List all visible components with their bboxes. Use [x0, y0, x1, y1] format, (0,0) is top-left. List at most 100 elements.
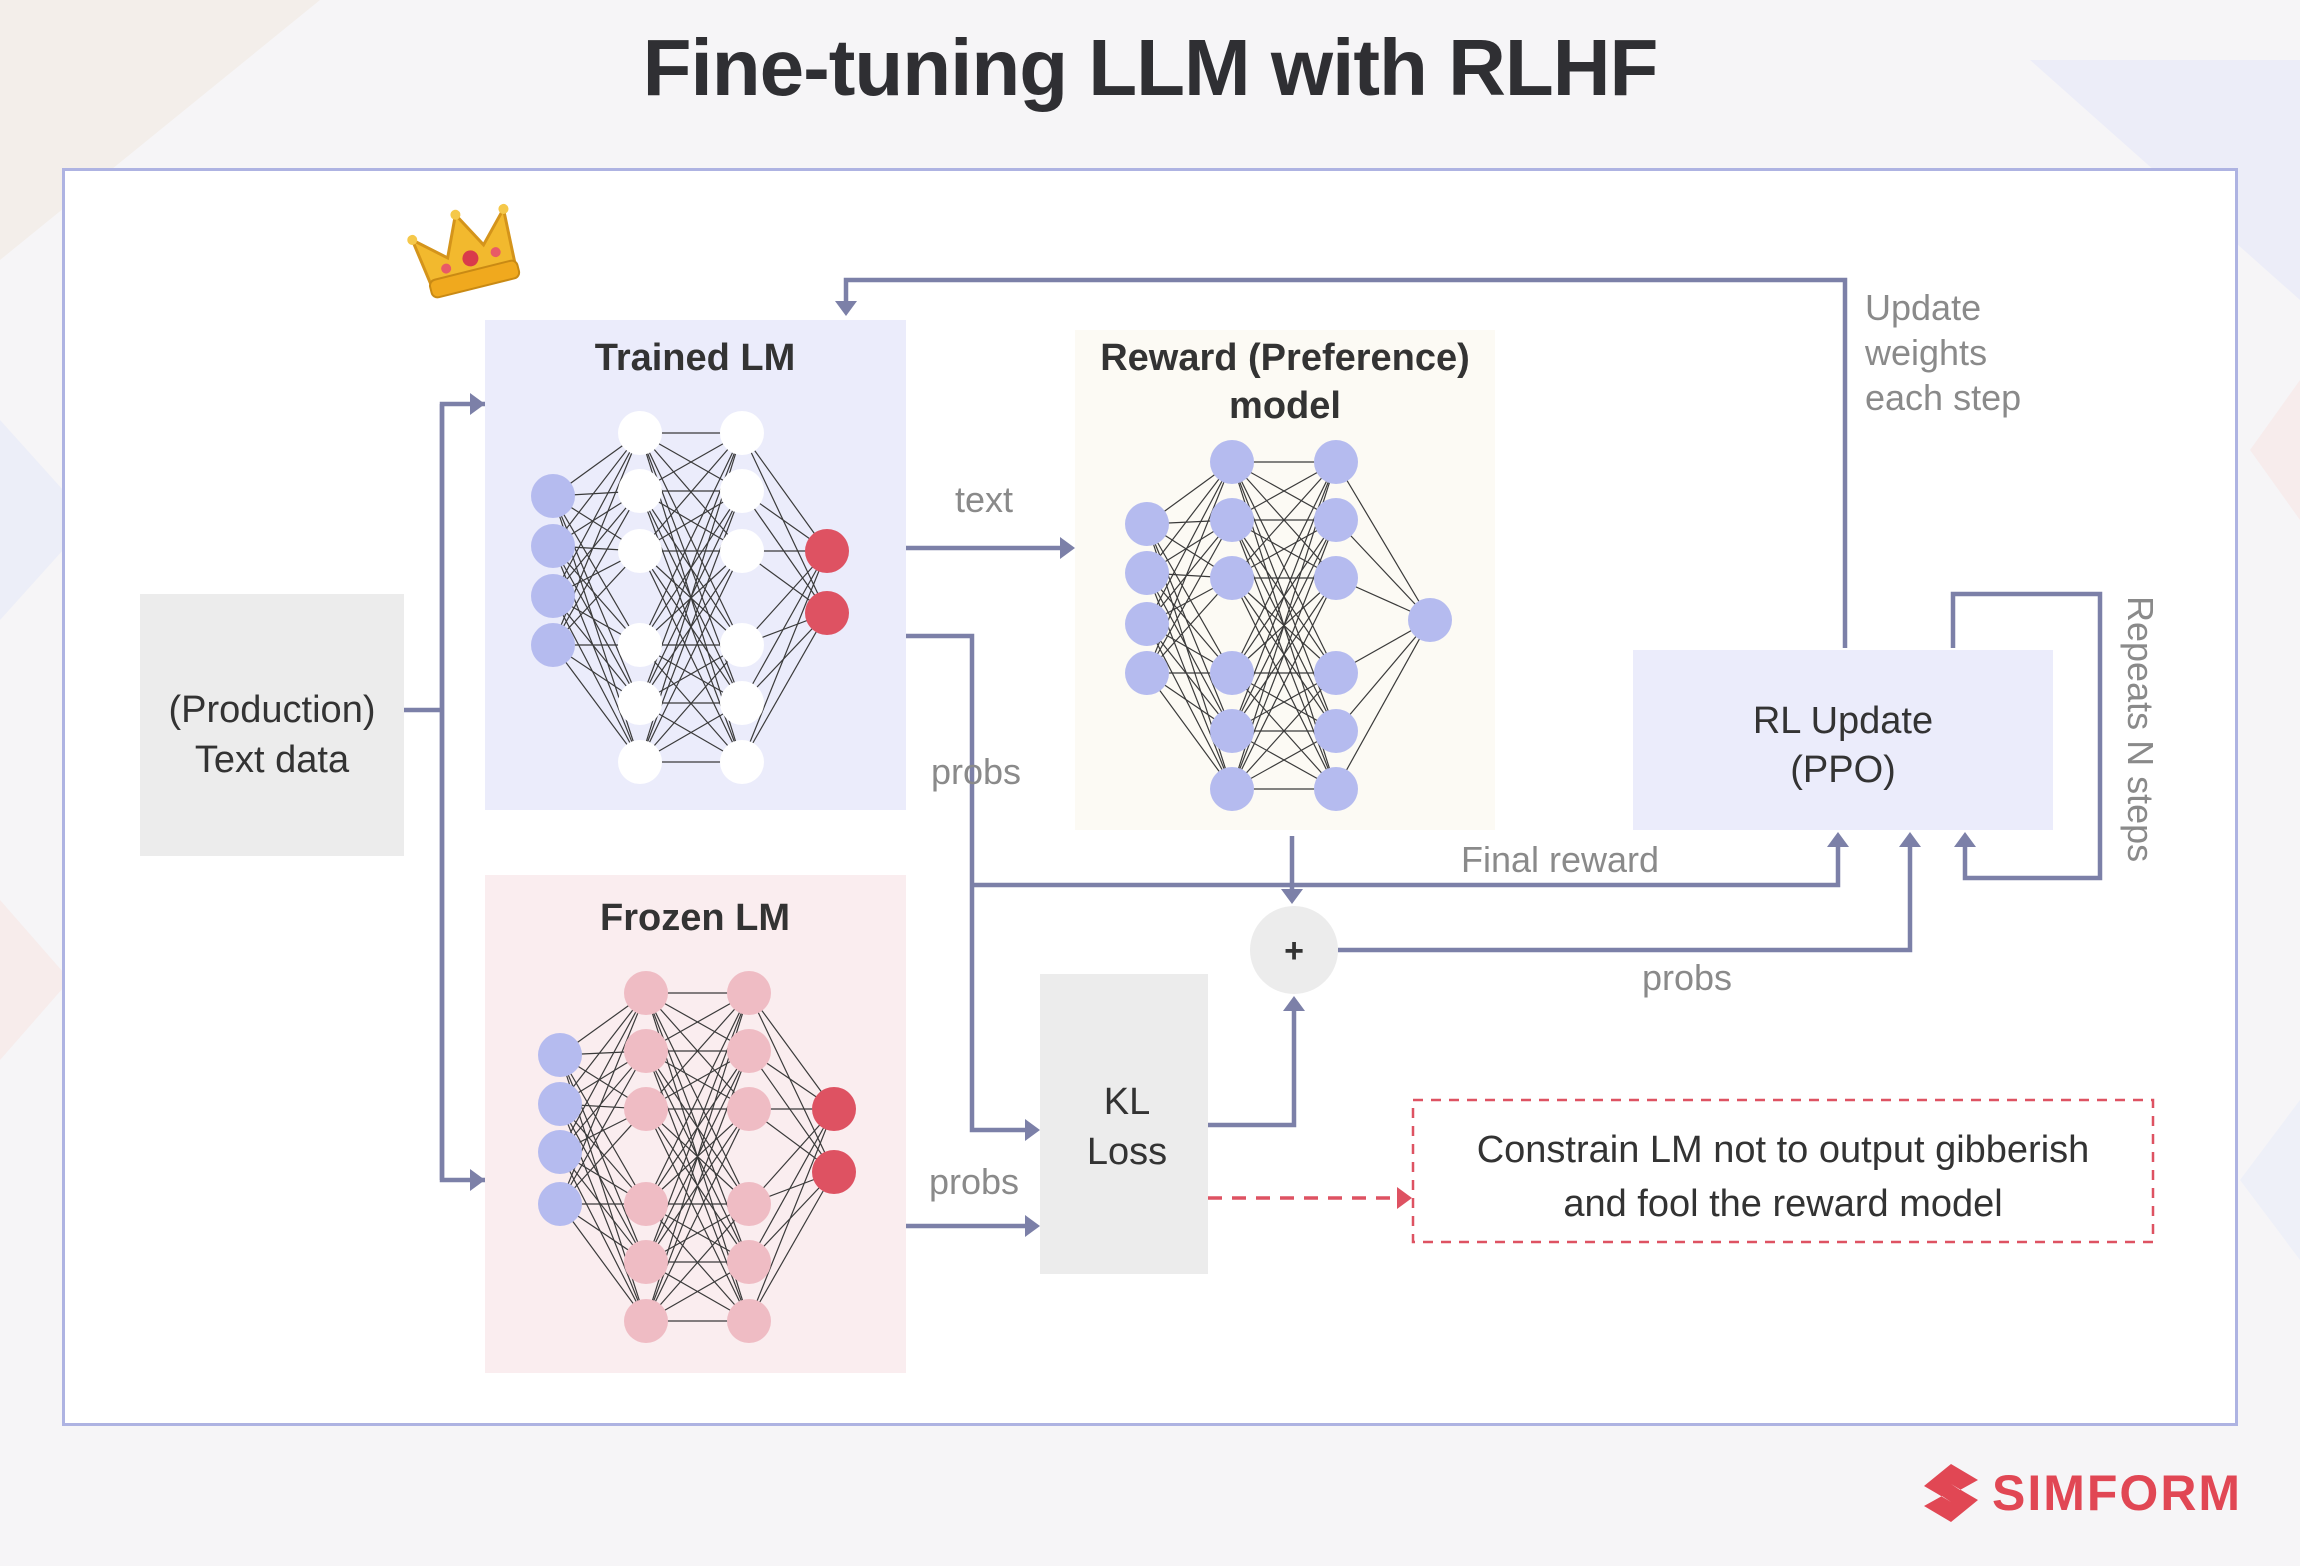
frozen-lm-title: Frozen LM	[600, 897, 790, 939]
kl-loss-line2: Loss	[1087, 1131, 1167, 1173]
network-edge	[748, 1171, 835, 1322]
network-edge	[552, 432, 641, 597]
network-node	[538, 1182, 582, 1226]
constrain-note-line1: Constrain LM not to output gibberish	[1477, 1129, 2090, 1171]
network-node	[727, 1029, 771, 1073]
network-edge	[1146, 523, 1233, 674]
network-node	[1210, 651, 1254, 695]
network-edge	[552, 495, 641, 646]
arrowhead	[1283, 996, 1305, 1011]
network-node	[727, 1182, 771, 1226]
network-node	[1314, 498, 1358, 542]
network-node	[1314, 556, 1358, 600]
network-node	[538, 1130, 582, 1174]
label-probs-trained: probs	[931, 751, 1021, 792]
kl-loss-line1: KL	[1104, 1081, 1150, 1123]
network-edge	[1231, 461, 1337, 579]
network-node	[618, 469, 662, 513]
network-edge	[559, 1050, 647, 1153]
label-update-line1: Update	[1865, 287, 1981, 328]
network-edge	[559, 992, 647, 1153]
arrowhead	[1281, 889, 1303, 904]
network-edge	[1146, 672, 1233, 790]
label-update-line2: weights	[1864, 332, 1987, 373]
network-edge	[1146, 519, 1233, 674]
sum-symbol: +	[1284, 932, 1304, 970]
constrain-note-box	[1411, 1098, 2155, 1244]
network-node	[531, 524, 575, 568]
network-edge	[748, 992, 835, 1110]
rl-update-box	[1633, 650, 2053, 830]
trained-lm-network	[531, 411, 849, 784]
kl-loss-box	[1040, 974, 1208, 1274]
crown-icon	[407, 203, 521, 299]
network-node	[727, 1087, 771, 1131]
network-edge	[741, 432, 828, 552]
network-node	[624, 1299, 668, 1343]
network-edge	[559, 1054, 647, 1205]
arrowhead	[1899, 832, 1921, 847]
arrowhead	[1025, 1215, 1040, 1237]
network-node	[618, 411, 662, 455]
network-node	[624, 1240, 668, 1284]
network-node	[1210, 556, 1254, 600]
simform-logo[interactable]: SIMFORM	[1920, 1458, 2242, 1528]
network-edge	[741, 432, 828, 614]
network-node	[618, 681, 662, 725]
network-node	[531, 623, 575, 667]
sum-node	[1250, 906, 1338, 994]
network-edge	[552, 595, 641, 763]
network-edge	[1335, 519, 1431, 621]
connector-probs-final	[972, 836, 1841, 888]
network-edge	[559, 1103, 647, 1263]
arrowhead	[1954, 832, 1976, 847]
network-node	[720, 740, 764, 784]
network-edge	[748, 1108, 835, 1322]
reward-model-network	[1125, 440, 1452, 811]
network-node	[624, 971, 668, 1015]
network-node	[624, 1029, 668, 1073]
network-edge	[552, 644, 641, 763]
label-probs-rl: probs	[1642, 957, 1732, 998]
network-edge	[645, 992, 750, 1110]
arrowhead	[1397, 1187, 1412, 1209]
network-edge	[559, 1151, 647, 1322]
page-title: Fine-tuning LLM with RLHF	[642, 23, 1659, 112]
network-edge	[639, 644, 743, 763]
connectors	[404, 277, 2103, 1229]
simform-logo-icon	[1924, 1464, 1978, 1522]
network-edge	[1146, 461, 1233, 574]
network-node	[1125, 602, 1169, 646]
trained-lm-title: Trained LM	[595, 337, 796, 379]
network-node	[624, 1087, 668, 1131]
connector-update-weights	[843, 277, 1848, 648]
network-node	[1314, 440, 1358, 484]
network-edge	[1146, 461, 1233, 625]
text-data-line2: Text data	[195, 739, 350, 781]
network-node	[1210, 709, 1254, 753]
network-node	[1125, 502, 1169, 546]
network-node	[618, 623, 662, 667]
network-edge	[645, 992, 750, 1205]
frozen-lm-network	[538, 971, 856, 1343]
network-edge	[741, 550, 828, 704]
network-edge	[552, 490, 641, 646]
network-edge	[559, 992, 647, 1105]
network-node	[1210, 440, 1254, 484]
network-edge	[559, 992, 647, 1205]
network-node	[727, 971, 771, 1015]
network-node	[531, 474, 575, 518]
network-edge	[559, 1203, 647, 1322]
network-edge	[1146, 519, 1233, 625]
network-node	[1210, 498, 1254, 542]
network-node	[538, 1082, 582, 1126]
label-repeats: Repeats N steps	[2120, 596, 2161, 862]
network-edge	[639, 432, 743, 646]
label-text: text	[955, 479, 1013, 520]
network-node	[805, 591, 849, 635]
network-edge	[552, 432, 641, 547]
rl-update-line1: RL Update	[1753, 700, 1933, 742]
network-node	[720, 411, 764, 455]
network-edge	[552, 595, 641, 704]
